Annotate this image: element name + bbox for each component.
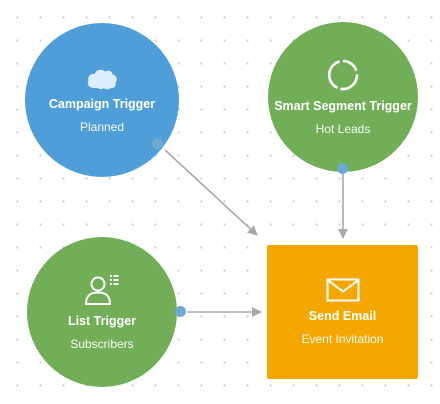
campaign-trigger-node[interactable]: Campaign Trigger Planned	[25, 23, 179, 177]
node-subtitle: Hot Leads	[315, 121, 371, 136]
send-email-node[interactable]: Send Email Event Invitation	[267, 245, 418, 379]
node-title: Campaign Trigger	[48, 96, 156, 111]
edge-campaign-to-email[interactable]	[164, 149, 258, 236]
list-output-port[interactable]	[175, 306, 186, 317]
node-title: Smart Segment Trigger	[274, 98, 412, 113]
list-trigger-node[interactable]: List Trigger Subscribers	[27, 237, 177, 387]
cloud-icon	[87, 69, 117, 89]
envelope-icon	[326, 278, 359, 301]
node-subtitle: Event Invitation	[301, 331, 384, 346]
campaign-output-port[interactable]	[152, 138, 163, 149]
node-title: List Trigger	[67, 313, 137, 328]
node-subtitle: Planned	[79, 119, 125, 134]
smart-segment-trigger-node[interactable]: Smart Segment Trigger Hot Leads	[268, 22, 418, 172]
segment-ring-icon	[327, 59, 359, 90]
user-list-icon	[84, 274, 119, 305]
segment-output-port[interactable]	[337, 163, 348, 174]
node-title: Send Email	[308, 308, 377, 323]
node-subtitle: Subscribers	[70, 336, 134, 351]
